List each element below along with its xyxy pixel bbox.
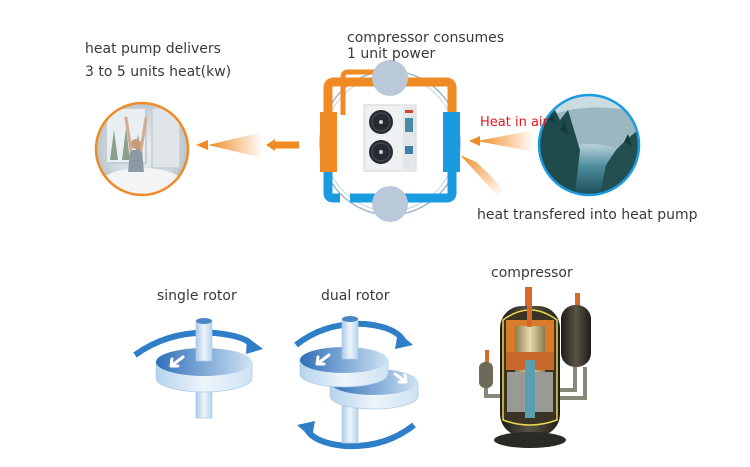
outdoor-scene-image [537, 93, 641, 197]
rotor-direction-arrow [169, 355, 185, 368]
dual-rotor-label: dual rotor [321, 288, 390, 304]
outdoor-circle-border [537, 93, 641, 197]
indoor-scene-image [94, 101, 190, 197]
heat-in-air-arrow [477, 130, 535, 152]
compressor-image [479, 287, 591, 448]
heat-pump-unit-icon [363, 104, 417, 172]
delivers-label-line1: heat pump delivers [85, 41, 221, 57]
single-rotor-label: single rotor [157, 288, 237, 304]
heat-input-arrow [460, 130, 535, 195]
heat-output-arrow [196, 132, 299, 158]
compressor-node [372, 60, 408, 96]
consumes-label-line1: compressor consumes [347, 30, 505, 46]
indoor-circle-border [94, 101, 190, 197]
dual-rotor-icon [294, 316, 419, 450]
compressor-label: compressor [491, 265, 573, 281]
evaporator [443, 112, 460, 172]
expansion-valve-node [372, 186, 408, 222]
condenser [320, 112, 337, 172]
heat-in-air-label: Heat in air [480, 115, 548, 130]
single-rotor-icon [133, 318, 263, 419]
heat-transfer-arrow [460, 155, 503, 195]
heat-transfer-label: heat transfered into heat pump [477, 207, 698, 223]
consumes-label-line2: 1 unit power [347, 46, 436, 62]
delivers-label-line2: 3 to 5 units heat(kw) [85, 64, 232, 80]
